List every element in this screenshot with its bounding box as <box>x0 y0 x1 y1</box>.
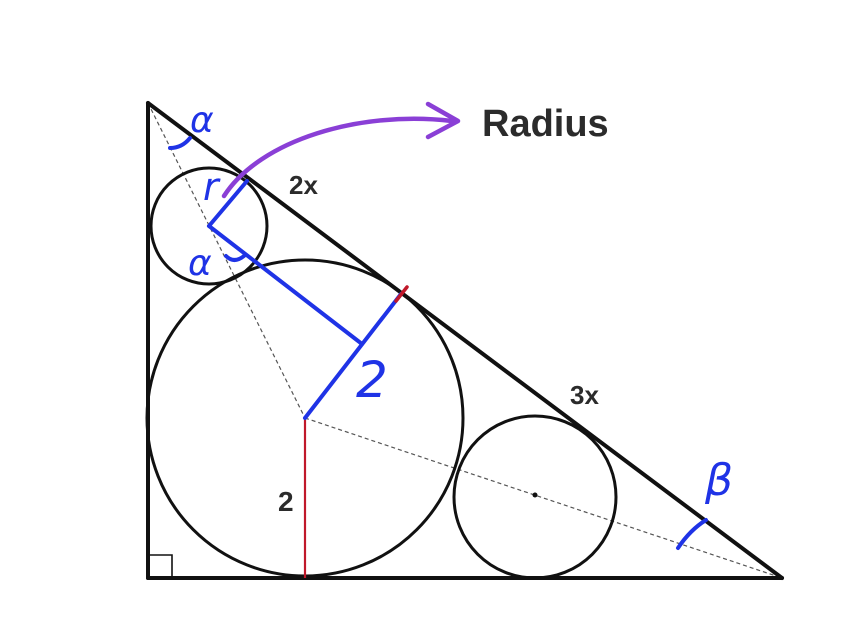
right-circle-center-dot <box>532 492 538 498</box>
right-angle-marker <box>148 554 173 578</box>
alpha-arc-mid <box>224 254 246 262</box>
blue-annotations <box>168 136 708 550</box>
bottom-segment-label: 3x <box>570 380 599 410</box>
triangle <box>146 101 784 580</box>
construction-lines <box>147 102 783 579</box>
parallel-line <box>207 224 364 346</box>
small-radius-line <box>207 179 249 228</box>
alpha-arc-top <box>168 136 192 150</box>
tangent-tick <box>394 285 409 303</box>
large-radius-to-tangent <box>303 292 403 420</box>
beta-label: β <box>704 455 733 506</box>
beta-arc <box>676 518 708 550</box>
arrow-curve <box>221 116 455 199</box>
alpha-top-label: α <box>190 100 214 141</box>
two-label: 2 <box>356 351 388 409</box>
radius-label: Radius <box>482 103 609 145</box>
backdrop <box>70 55 864 615</box>
hypotenuse <box>146 101 784 580</box>
alpha-mid-label: α <box>188 243 212 284</box>
dashed-line-apex-to-center <box>147 102 306 419</box>
r-label: r <box>203 165 221 209</box>
vertical-radius-label: 2 <box>278 486 294 517</box>
arrow-head <box>425 101 461 140</box>
top-segment-label: 2x <box>289 170 318 200</box>
radius-arrow <box>221 101 461 199</box>
small-circle <box>149 166 269 286</box>
